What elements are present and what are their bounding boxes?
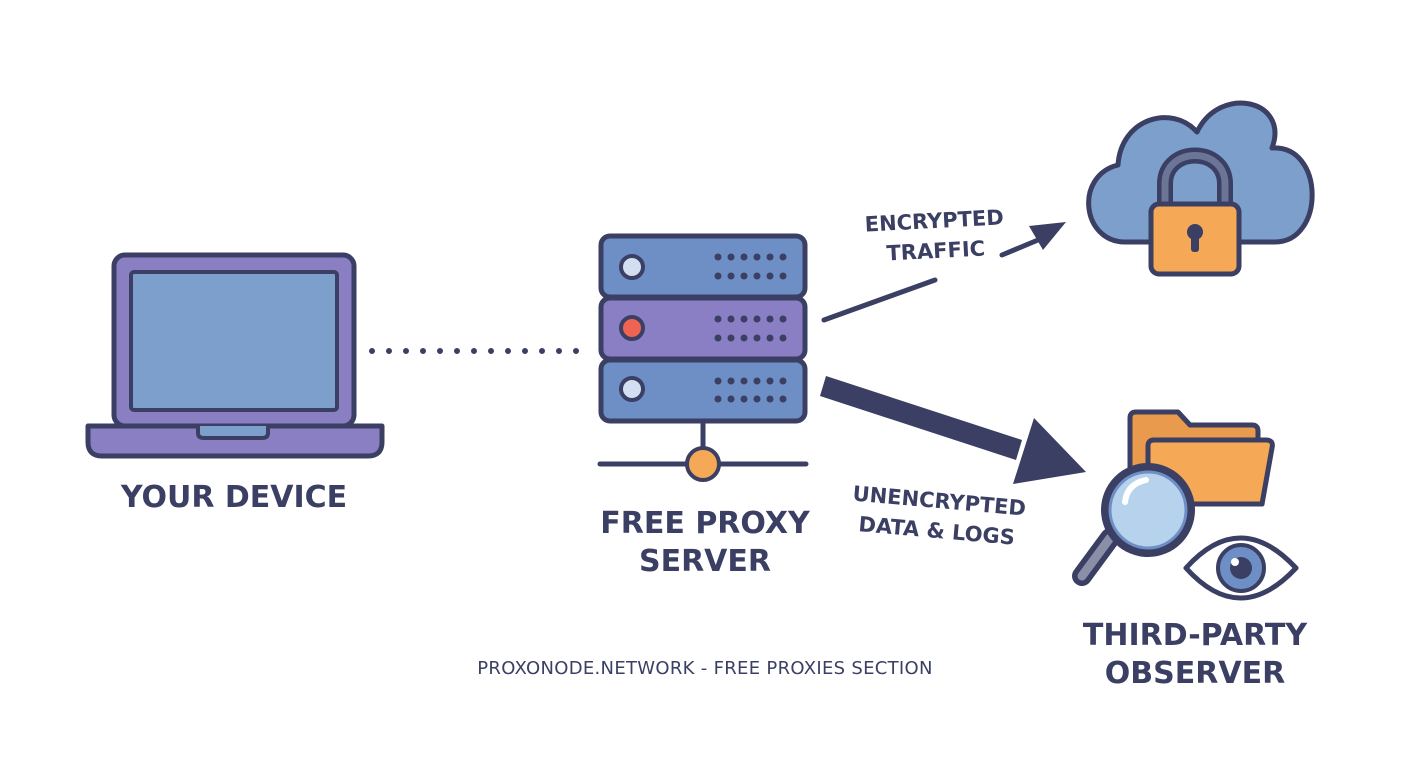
cloud-lock-icon xyxy=(1086,100,1315,277)
device-label-text: YOUR DEVICE xyxy=(120,480,348,515)
proxy-label: FREE PROXY SERVER xyxy=(570,505,840,581)
device-label: YOUR DEVICE xyxy=(104,480,364,516)
proxy-label-line1: FREE PROXY xyxy=(600,506,810,541)
eye-icon xyxy=(1183,535,1299,601)
footer-caption: PROXONODE.NETWORK - FREE PROXIES SECTION xyxy=(477,658,933,679)
observer-label-line1: THIRD-PARTY xyxy=(1082,618,1308,653)
observer-label: THIRD-PARTY OBSERVER xyxy=(1060,617,1330,693)
proxy-label-line2: SERVER xyxy=(638,544,771,579)
server-icon xyxy=(597,233,809,482)
unencrypted-arrow xyxy=(820,376,1086,484)
magnifier-icon xyxy=(1072,463,1195,586)
encrypted-traffic-label: ENCRYPTED TRAFFIC xyxy=(849,202,1022,271)
observer-label-line2: OBSERVER xyxy=(1104,656,1286,691)
laptop-icon xyxy=(85,252,385,459)
encrypted-arrow xyxy=(821,222,1066,323)
